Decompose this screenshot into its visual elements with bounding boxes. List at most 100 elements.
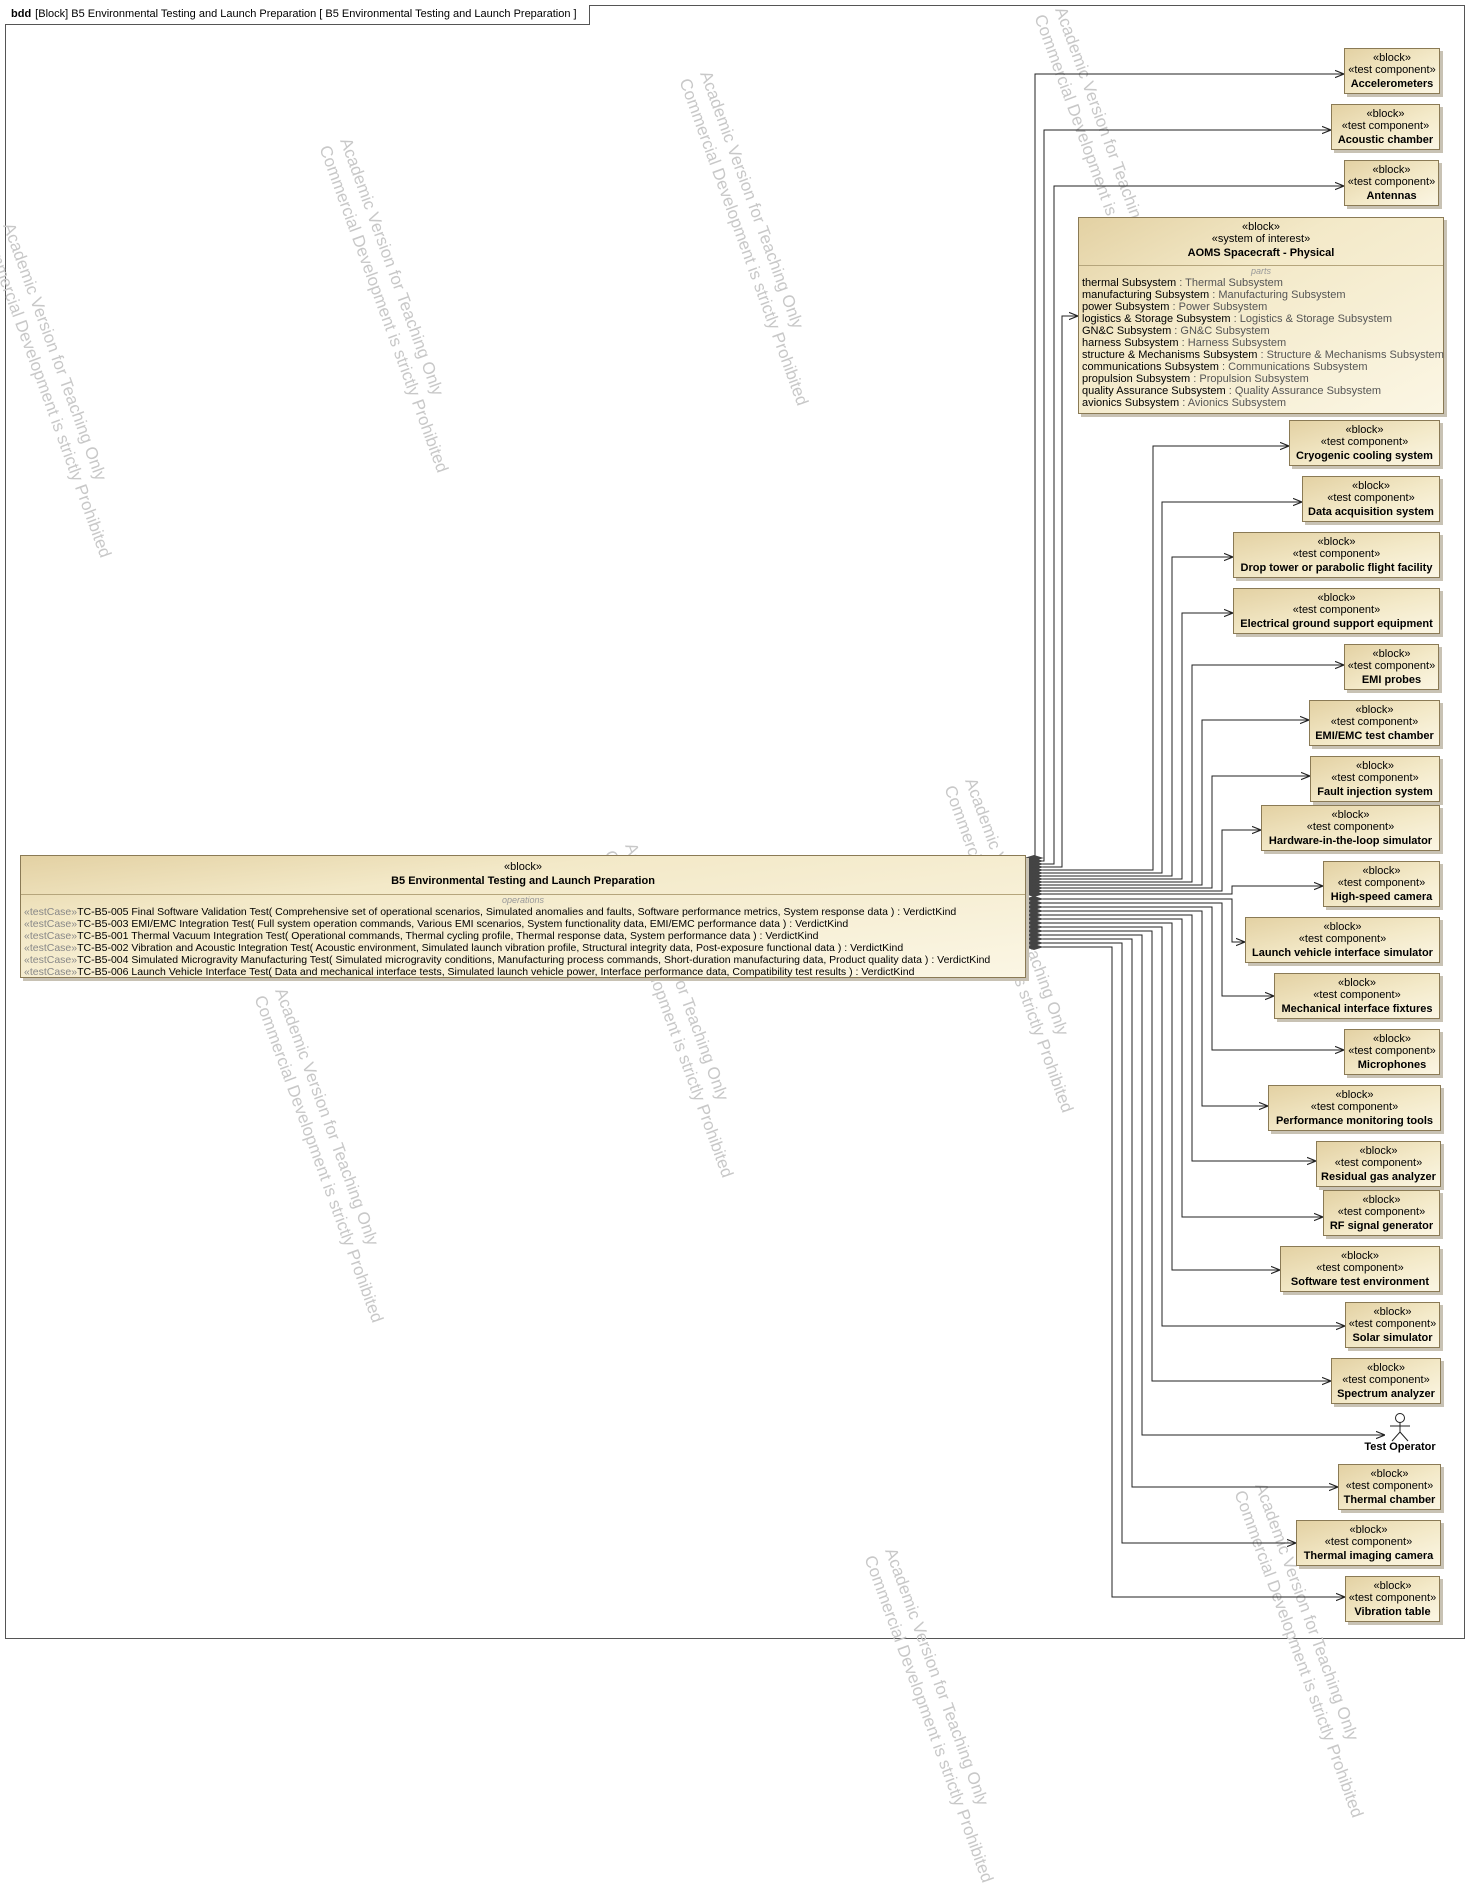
- association-line[interactable]: [1026, 942, 1296, 1543]
- association-line[interactable]: [1026, 830, 1261, 892]
- operation-signature: TC-B5-004 Simulated Microgravity Manufac…: [77, 954, 991, 966]
- actor-stick-figure-icon: [1390, 1413, 1410, 1442]
- block-stereotype: «test component»: [1348, 1318, 1437, 1330]
- test-component-block[interactable]: «block»«test component»EMI/EMC test cham…: [1309, 700, 1440, 746]
- test-component-block[interactable]: «block»«test component»Acoustic chamber: [1331, 104, 1440, 150]
- test-component-block[interactable]: «block»«test component»Microphones: [1344, 1029, 1440, 1075]
- part-name: power Subsystem: [1082, 301, 1170, 313]
- block-stereotype: «test component»: [1331, 772, 1419, 784]
- compartment-label: parts: [1250, 266, 1271, 276]
- association-line[interactable]: [1026, 914, 1316, 1161]
- test-component-block[interactable]: «block»«test component»Thermal imaging c…: [1296, 1520, 1441, 1566]
- operation-stereotype: «testCase»: [24, 906, 78, 918]
- test-component-block[interactable]: «block»«test component»Fault injection s…: [1310, 756, 1440, 802]
- operation-signature: TC-B5-006 Launch Vehicle Interface Test(…: [77, 966, 915, 978]
- operation-stereotype: «testCase»: [24, 918, 78, 930]
- system-of-interest-block[interactable]: «block» «system of interest» AOMS Spacec…: [1078, 217, 1444, 414]
- association-line[interactable]: [1026, 776, 1310, 889]
- block-stereotype: «test component»: [1341, 120, 1430, 132]
- test-component-block[interactable]: «block»«test component»Antennas: [1344, 160, 1439, 206]
- block-stereotype: «test component»: [1292, 548, 1381, 560]
- operation-stereotype: «testCase»: [24, 930, 78, 942]
- composition-diamond: [1024, 907, 1044, 915]
- part-name: harness Subsystem: [1082, 337, 1179, 349]
- operation-row: «testCase»TC-B5-006 Launch Vehicle Inter…: [21, 966, 1025, 978]
- block-name: Launch vehicle interface simulator: [1252, 947, 1433, 959]
- test-component-block[interactable]: «block»«test component»Solar simulator: [1345, 1302, 1440, 1348]
- block-stereotype: «test component»: [1347, 660, 1436, 672]
- block-stereotype: «block»: [1356, 760, 1394, 772]
- block-name: Hardware-in-the-loop simulator: [1268, 835, 1433, 847]
- actor-test-operator[interactable]: Test Operator: [1340, 1413, 1460, 1453]
- test-component-block[interactable]: «block»«test component»Spectrum analyzer: [1331, 1358, 1441, 1404]
- part-name: quality Assurance Subsystem: [1082, 385, 1226, 397]
- block-stereotype: «block»: [1370, 1468, 1409, 1480]
- test-component-block[interactable]: «block»«test component»Hardware-in-the-l…: [1261, 805, 1440, 851]
- test-component-block[interactable]: «block»«test component»Accelerometers: [1344, 48, 1440, 94]
- association-line[interactable]: [1026, 926, 1345, 1326]
- part-type: : Communications Subsystem: [1218, 361, 1368, 373]
- main-block[interactable]: «block» B5 Environmental Testing and Lau…: [20, 855, 1026, 978]
- test-component-block[interactable]: «block»«test component»Launch vehicle in…: [1245, 917, 1440, 963]
- test-component-block[interactable]: «block»«test component»EMI probes: [1344, 644, 1439, 690]
- diagram-frame-tab: bdd[Block] B5 Environmental Testing and …: [5, 5, 590, 25]
- test-component-block[interactable]: «block»«test component»Electrical ground…: [1233, 588, 1440, 634]
- test-component-block[interactable]: «block»«test component»Software test env…: [1280, 1246, 1440, 1292]
- association-line[interactable]: [1026, 886, 1323, 895]
- part-type: : Structure & Mechanisms Subsystem: [1257, 349, 1444, 361]
- test-component-block[interactable]: «block»«test component»Residual gas anal…: [1316, 1141, 1441, 1187]
- association-line[interactable]: [1026, 910, 1268, 1106]
- association-line[interactable]: [1026, 898, 1245, 942]
- association-line[interactable]: [1026, 930, 1331, 1381]
- test-component-block[interactable]: «block»«test component»High-speed camera: [1323, 861, 1440, 907]
- association-line[interactable]: [1026, 922, 1280, 1270]
- test-component-block[interactable]: «block»«test component»Mechanical interf…: [1274, 973, 1440, 1019]
- block-name: Cryogenic cooling system: [1296, 450, 1433, 462]
- block-name: Antennas: [1366, 190, 1417, 202]
- part-name: structure & Mechanisms Subsystem: [1082, 349, 1258, 361]
- block-stereotype: «block»: [1331, 809, 1370, 821]
- association-line[interactable]: [1026, 902, 1274, 996]
- operation-signature: TC-B5-002 Vibration and Acoustic Integra…: [77, 942, 904, 954]
- operation-row: «testCase»TC-B5-002 Vibration and Acoust…: [21, 942, 1025, 954]
- association-line[interactable]: [1026, 720, 1309, 886]
- association-line[interactable]: [1026, 934, 1385, 1435]
- association-line[interactable]: [1026, 665, 1344, 883]
- block-stereotype: «test component»: [1324, 1536, 1413, 1548]
- association-line[interactable]: [1026, 316, 1078, 868]
- composition-diamond: [1024, 935, 1044, 943]
- test-component-block[interactable]: «block»«test component»Drop tower or par…: [1233, 532, 1440, 578]
- association-line[interactable]: [1026, 557, 1233, 877]
- block-stereotype: «block»: [1341, 1250, 1379, 1262]
- part-row: manufacturing Subsystem : Manufacturing …: [1079, 289, 1443, 301]
- test-component-block[interactable]: «block»«test component»Cryogenic cooling…: [1289, 420, 1440, 466]
- association-line[interactable]: [1026, 613, 1233, 880]
- association-line[interactable]: [1026, 938, 1338, 1487]
- diagram-frame: [5, 5, 1465, 1639]
- association-line[interactable]: [1026, 446, 1289, 871]
- block-stereotype: «test component»: [1348, 64, 1436, 76]
- composition-diamond: [1024, 927, 1044, 935]
- operation-row: «testCase»TC-B5-003 EMI/EMC Integration …: [21, 918, 1025, 930]
- part-type: : Thermal Subsystem: [1176, 277, 1283, 289]
- association-line[interactable]: [1026, 918, 1323, 1217]
- test-component-block[interactable]: «block»«test component»Thermal chamber: [1338, 1464, 1441, 1510]
- composition-diamond: [1024, 939, 1044, 947]
- test-component-block[interactable]: «block»«test component»RF signal generat…: [1323, 1190, 1440, 1236]
- block-name: Drop tower or parabolic flight facility: [1240, 562, 1433, 574]
- association-line[interactable]: [1026, 906, 1344, 1050]
- block-name: RF signal generator: [1329, 1220, 1434, 1232]
- test-component-block[interactable]: «block»«test component»Data acquisition …: [1302, 476, 1440, 522]
- block-stereotype: «block»: [1373, 52, 1411, 64]
- block-name: EMI probes: [1361, 674, 1422, 686]
- association-line[interactable]: [1026, 74, 1344, 859]
- test-component-block[interactable]: «block»«test component»Performance monit…: [1268, 1085, 1441, 1131]
- block-stereotype: «test component»: [1345, 1480, 1434, 1492]
- association-line[interactable]: [1026, 502, 1302, 874]
- block-name: Solar simulator: [1352, 1332, 1433, 1344]
- part-row: logistics & Storage Subsystem : Logistic…: [1079, 313, 1443, 325]
- block-stereotype: «test component»: [1298, 933, 1387, 945]
- block-name: High-speed camera: [1330, 891, 1433, 903]
- test-component-block[interactable]: «block»«test component»Vibration table: [1345, 1576, 1440, 1622]
- association-line[interactable]: [1026, 946, 1345, 1597]
